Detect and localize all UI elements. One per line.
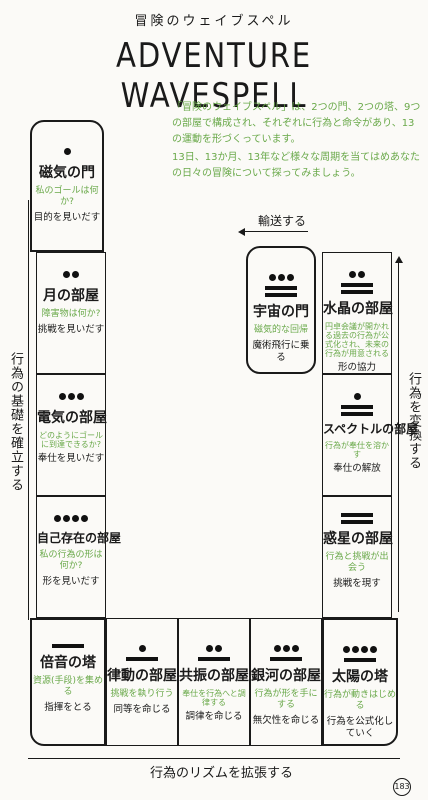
room-name: 太陽の塔 [332,669,388,685]
intro-paragraph-1: 「冒険のウェイブスペル」は、2つの門、2つの塔、9つの部屋で構成され、それぞれに… [172,102,421,145]
room-question: 行為と挑戦が出会う [325,552,389,573]
room-name: 宇宙の門 [253,304,309,320]
room-question: 磁気的な回帰 [253,325,308,335]
room-name: 共振の部屋 [179,668,249,684]
room-question: 私の行為の形は何か? [39,550,103,571]
room-action: 形を見いだす [42,576,100,587]
maya-bars-icon [251,657,321,661]
room-name: 電気の部屋 [37,410,107,426]
cell-c2: 月の部屋障害物は何か? 挑戦を見いだす [36,252,106,374]
intro-paragraph-2: 13日、13か月、13年など様々な周期を当てはめあなたの日々の冒険について探って… [172,152,420,179]
top-arrowhead [238,228,245,236]
room-name: 惑星の部屋 [323,531,393,547]
bottom-line [28,758,400,759]
room-question: どのようにゴールに到達できるか? [39,431,103,449]
maya-dots-icon [179,643,249,655]
room-name: スペクトルの部屋 [323,422,419,436]
cell-c8: 銀河の部屋行為が形を手にする無欠性を命じる [250,618,322,746]
cell-c1: 磁気の門私のゴールは何か? 目的を見いだす [30,120,104,252]
maya-bars-icon [179,657,249,661]
maya-dots-icon [323,391,391,403]
maya-dots-icon [37,269,105,281]
right-line [398,262,399,612]
right-arrowhead [395,256,403,263]
room-question: 資源(手段)を集める [32,676,104,697]
maya-bars-icon [107,657,177,661]
room-action: 行為を公式化していく [326,716,394,739]
room-action: 同等を命じる [113,704,171,715]
room-question: 行為が奉仕を溶かす [325,441,389,459]
cell-c10: 惑星の部屋行為と挑戦が出会う挑戦を現す [322,496,393,618]
room-question: 私のゴールは何か? [35,186,99,207]
cell-c6: 律動の部屋挑戦を執り行う同等を命じる [106,618,178,746]
maya-dots-icon [248,272,314,284]
room-name: 律動の部屋 [107,668,177,684]
maya-dots-icon [324,644,396,656]
room-action: 奉仕の解放 [333,463,381,474]
cell-c11: スペクトルの部屋行為が奉仕を溶かす奉仕の解放 [322,374,419,496]
page-subtitle: 冒険のウェイブスペル [134,14,294,29]
maya-dots-icon [107,643,177,655]
cell-c5: 倍音の塔資源(手段)を集める指揮をとる [30,618,106,746]
room-action: 調律を命じる [185,711,243,722]
top-arrow-line [244,231,308,232]
room-action: 挑戦を現す [333,578,381,589]
maya-dots-icon [37,391,105,403]
room-question: 障害物は何か? [41,309,101,319]
room-name: 倍音の塔 [40,655,96,671]
label-top: 輸送する [258,214,307,228]
room-question: 円卓会議が開かれる過去の行為が公式化され、未来の行為が用意される [324,322,390,358]
room-name: 水晶の部屋 [323,301,393,317]
cell-c7: 共振の部屋奉仕を行為へと調律する調律を命じる [178,618,250,746]
maya-dots-icon [323,269,391,281]
left-line [28,200,29,620]
label-bottom: 行為のリズムを拡張する [150,766,294,781]
cell-c9: 太陽の塔行為が動きはじめる行為を公式化していく [322,618,398,746]
maya-bars-icon [324,658,396,662]
room-question: 行為が形を手にする [254,689,318,710]
page-title: ADVENTURE WAVESPELL [116,36,312,116]
room-action: 挑戦を見いだす [37,324,105,335]
maya-dots-icon [37,513,105,525]
label-right: 行為を変換する [406,372,421,470]
maya-bars-icon [323,405,391,416]
room-name: 磁気の門 [39,165,95,181]
room-action: 無欠性を命じる [252,715,320,726]
room-question: 行為が動きはじめる [324,690,397,711]
maya-dots-icon [251,643,321,655]
room-name: 月の部屋 [43,288,99,304]
intro-text: 「冒険のウェイブスペル」は、2つの門、2つの塔、9つの部屋で構成され、それぞれに… [172,100,424,184]
room-action: 目的を見いだす [33,212,101,223]
maya-bars-icon [248,286,314,297]
room-action: 指揮をとる [44,702,92,713]
cell-c3: 電気の部屋どのようにゴールに到達できるか? 奉仕を見いだす [36,374,107,496]
maya-bars-icon [323,513,391,524]
room-action: 奉仕を見いだす [37,453,105,464]
room-question: 挑戦を執り行う [110,689,174,699]
cell-c4: 自己存在の部屋私の行為の形は何か? 形を見いだす [36,496,122,618]
maya-bars-icon [323,283,391,294]
cell-c12: 水晶の部屋円卓会議が開かれる過去の行為が公式化され、未来の行為が用意される形の協… [322,252,393,374]
cell-c13: 宇宙の門磁気的な回帰魔術飛行に乗る [246,246,316,374]
label-left: 行為の基礎を確立する [8,352,23,492]
room-action: 魔術飛行に乗る [252,340,310,363]
room-name: 自己存在の部屋 [37,531,122,545]
room-name: 銀河の部屋 [251,668,321,684]
room-question: 奉仕を行為へと調律する [182,689,246,707]
maya-dots-icon [32,146,102,158]
maya-bars-icon [32,644,104,648]
page-number: 183 [393,778,411,796]
room-action: 形の協力 [337,362,376,373]
